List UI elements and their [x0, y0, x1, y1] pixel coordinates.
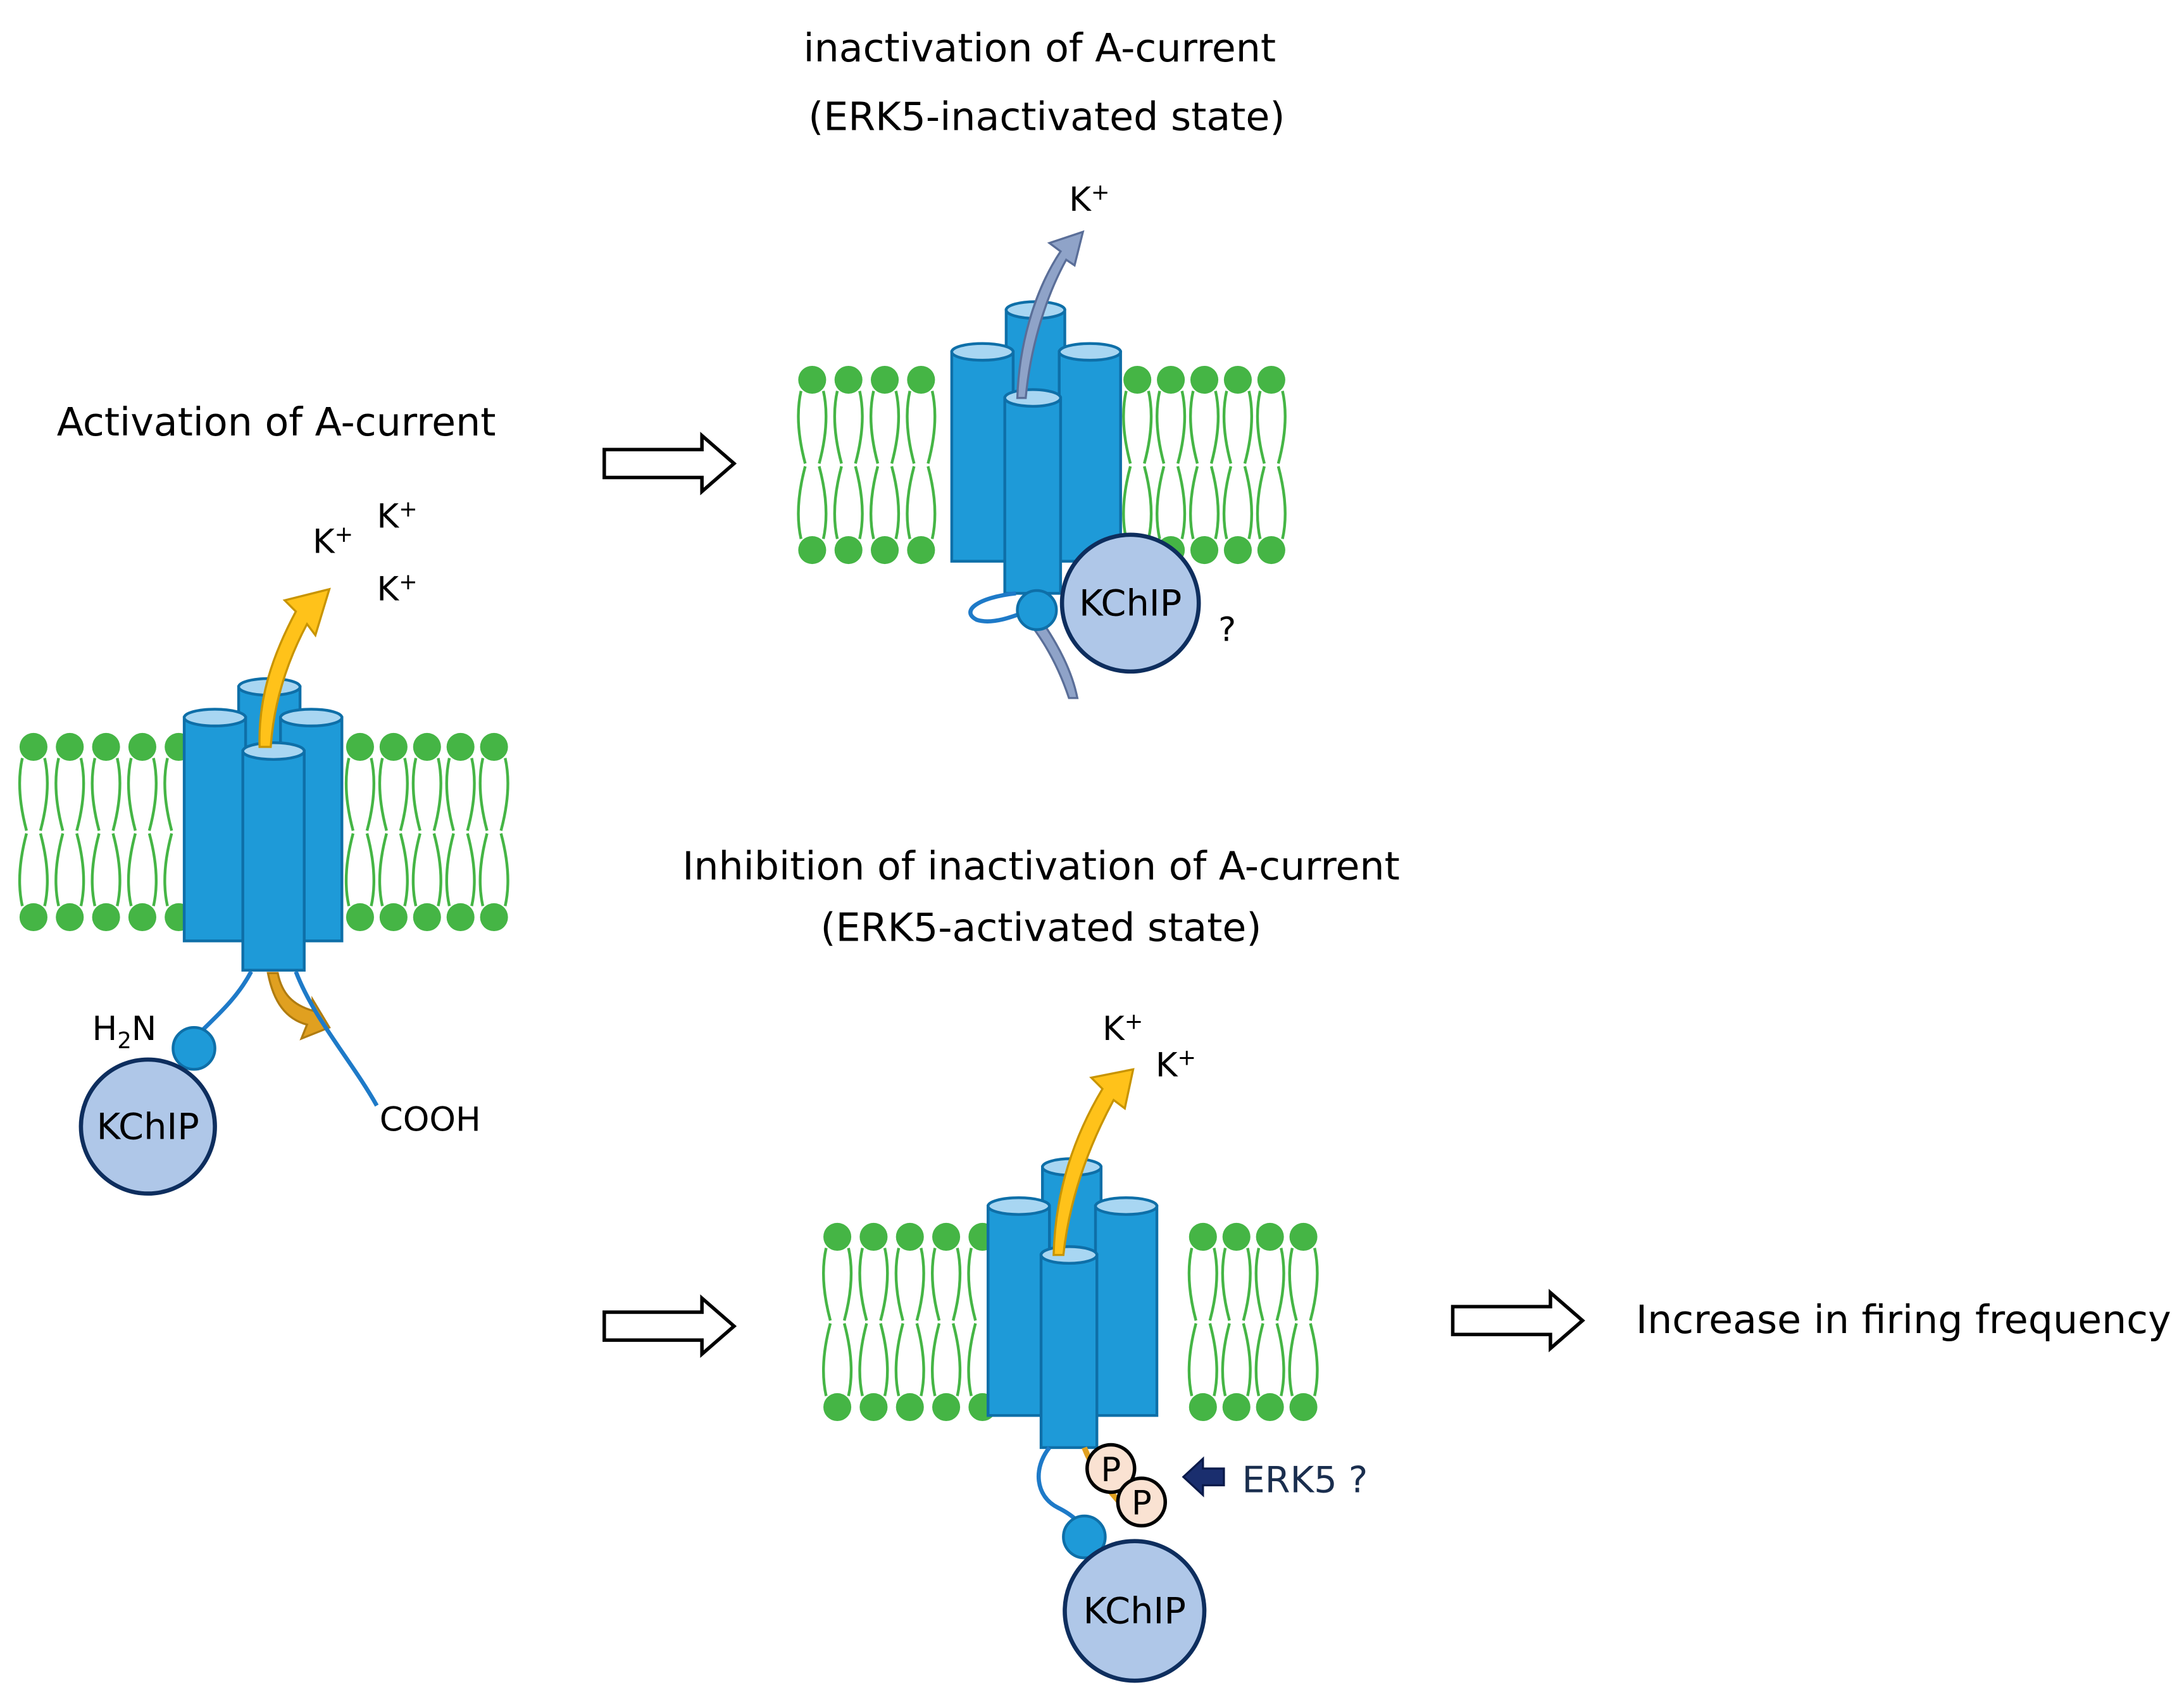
potassium-flow-arrow-top — [1016, 230, 1085, 399]
lipid-molecule — [20, 733, 47, 931]
lipid-molecule — [1189, 1223, 1217, 1421]
k-ion-bottom-1: K+ — [1102, 1008, 1143, 1048]
cooh-label: COOH — [380, 1100, 481, 1139]
lipid-molecule — [932, 1223, 960, 1421]
kchip-label-bottom: KChIP — [1083, 1590, 1186, 1632]
lipid-molecule — [1256, 1223, 1284, 1421]
tether-loop-top — [968, 591, 1031, 624]
lipid-molecule — [480, 733, 508, 931]
lipid-molecule — [346, 733, 374, 931]
inactivation-ball-arrow-left — [266, 972, 331, 1041]
kchip-circle-bottom — [1063, 1539, 1207, 1683]
lipid-molecule — [859, 1223, 887, 1421]
channel-left — [182, 677, 344, 972]
lipid-molecule — [1157, 366, 1185, 564]
k-ion-top: K+ — [1069, 180, 1109, 220]
k-ion-bottom-2: K+ — [1156, 1045, 1196, 1085]
phospho-site-1 — [1085, 1443, 1137, 1494]
kchip-label-top: KChIP — [1079, 582, 1182, 625]
kchip-circle-left — [78, 1057, 217, 1196]
lipid-molecule — [835, 366, 863, 564]
channel-top — [950, 300, 1122, 595]
lipid-molecule — [56, 733, 84, 931]
lipid-molecule — [798, 366, 826, 564]
lipid-molecule — [1224, 366, 1252, 564]
kchip-circle-top — [1059, 532, 1201, 674]
erk5-kinase-arrow — [1182, 1456, 1225, 1498]
k-ion-left-1: K+ — [313, 522, 353, 561]
lipid-molecule — [447, 733, 475, 931]
lipid-molecule — [128, 733, 156, 931]
lipid-molecule — [380, 733, 408, 931]
activation-label: Activation of A-current — [57, 399, 496, 445]
k-ion-left-2: K+ — [377, 496, 417, 536]
block-arrow-to-erk5-activated — [602, 1294, 737, 1358]
phospho-site-2 — [1116, 1476, 1168, 1528]
n-terminus-tether-left — [201, 970, 253, 1032]
c-terminus-tether-left — [294, 970, 379, 1107]
block-arrow-to-inactivated — [602, 432, 737, 496]
middle-state-title: Inhibition of inactivation of A-current — [682, 843, 1400, 889]
kchip-label-left: KChIP — [97, 1106, 199, 1148]
lipid-molecule — [413, 733, 441, 931]
lipid-molecule — [1190, 366, 1218, 564]
lipid-molecule — [823, 1223, 851, 1421]
h2n-label: H2N — [92, 1010, 157, 1054]
lipid-molecule — [92, 733, 120, 931]
k-ion-left-3: K+ — [377, 569, 417, 609]
outcome-label: Increase in firing frequency — [1636, 1297, 2171, 1343]
phospho-label-2: P — [1132, 1484, 1152, 1523]
top-state-subtitle: (ERK5-inactivated state) — [808, 94, 1285, 139]
kchip-binding-ball-bottom — [1062, 1514, 1107, 1560]
blocked-arrow-top — [1033, 622, 1079, 699]
kchip-binding-ball-left — [172, 1025, 216, 1071]
erk5-label: ERK5 ? — [1242, 1458, 1368, 1501]
top-state-title: inactivation of A-current — [803, 25, 1276, 71]
channel-bottom — [987, 1157, 1159, 1450]
lipid-molecule — [907, 366, 935, 564]
middle-state-subtitle: (ERK5-activated state) — [821, 905, 1262, 950]
question-mark-top: ? — [1218, 610, 1236, 649]
lipid-molecule — [1290, 1223, 1318, 1421]
lipid-molecule — [896, 1223, 924, 1421]
block-arrow-to-outcome — [1451, 1289, 1585, 1353]
lipid-molecule — [1257, 366, 1285, 564]
lipid-molecule — [871, 366, 899, 564]
lipid-molecule — [1223, 1223, 1251, 1421]
phospho-label-1: P — [1101, 1451, 1121, 1489]
inactivation-ball-top — [1016, 589, 1058, 631]
potassium-flow-arrow-bottom — [1052, 1068, 1135, 1256]
potassium-flow-arrow-left — [258, 587, 331, 748]
